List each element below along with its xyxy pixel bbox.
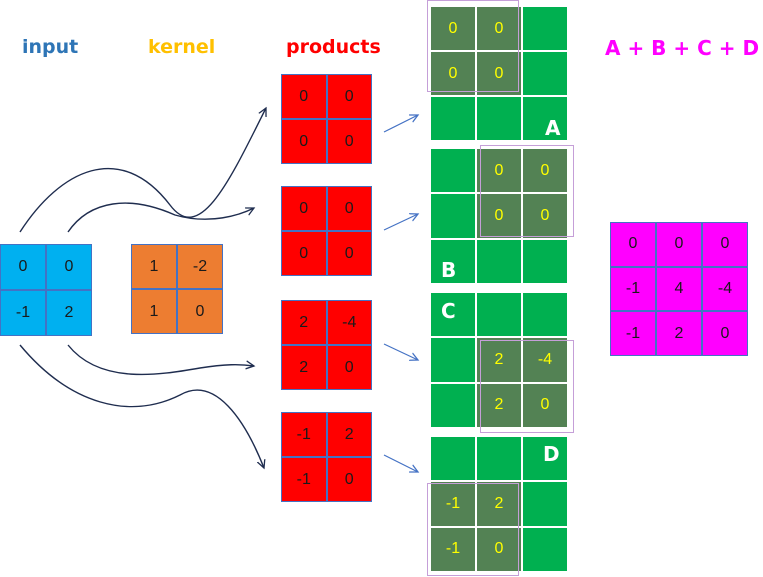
partial-cell: 0 [476, 526, 522, 572]
kernel-matrix: 1 -2 1 0 [131, 244, 223, 334]
partial-cell [522, 292, 568, 338]
kernel-cell: 1 [131, 244, 177, 289]
result-matrix: 0 0 0 -1 4 -4 -1 2 0 [610, 222, 748, 356]
partial-cell: 0 [476, 148, 522, 194]
product-matrix-4: -1 2 -1 0 [281, 412, 372, 502]
product-cell: 2 [281, 345, 327, 390]
arrow-product-to-partial-d [383, 454, 418, 472]
partial-cell: 0 [476, 51, 522, 96]
partial-matrix-a: 0 0 0 0 [430, 6, 568, 141]
kernel-cell: -2 [177, 244, 223, 289]
partial-matrix-d: -1 2 -1 0 [430, 436, 568, 572]
partial-cell [430, 193, 476, 239]
partial-cell [522, 238, 568, 284]
sum-header: A + B + C + D [605, 36, 760, 60]
input-cell: -1 [0, 290, 46, 336]
result-cell: 0 [702, 311, 748, 356]
product-matrix-2: 0 0 0 0 [281, 186, 372, 276]
result-cell: -1 [610, 266, 656, 312]
partial-cell [430, 382, 476, 428]
arrow-input-to-product-1 [19, 108, 266, 233]
partial-cell: -1 [430, 526, 476, 572]
result-cell: 4 [656, 266, 702, 312]
product-cell: 0 [281, 119, 327, 164]
arrow-input-to-product-2 [67, 202, 254, 233]
partial-cell [522, 51, 568, 96]
product-cell: -1 [281, 457, 327, 502]
product-matrix-3: 2 -4 2 0 [281, 300, 372, 390]
partial-label-c: C [441, 299, 456, 323]
partial-cell: 0 [476, 6, 522, 51]
partial-cell [430, 96, 476, 141]
partial-cell [430, 337, 476, 383]
partial-cell [476, 292, 522, 338]
result-cell: 2 [656, 311, 702, 356]
partial-cell: 0 [522, 382, 568, 428]
product-cell: 0 [326, 231, 372, 276]
product-cell: 0 [326, 74, 372, 119]
partial-matrix-c: 2 -4 2 0 [430, 292, 568, 428]
partial-cell: 0 [522, 148, 568, 194]
product-cell: 0 [281, 186, 327, 231]
input-cell: 2 [46, 290, 92, 336]
product-cell: 0 [326, 119, 372, 164]
partial-cell [522, 6, 568, 51]
arrow-product-to-partial-a [383, 115, 418, 133]
partial-cell: 0 [430, 51, 476, 96]
result-cell: -1 [610, 311, 656, 356]
partial-cell [430, 148, 476, 194]
partial-cell [522, 526, 568, 572]
product-cell: 0 [326, 345, 372, 390]
product-matrix-1: 0 0 0 0 [281, 74, 372, 164]
partial-label-a: A [545, 116, 561, 140]
product-cell: 2 [326, 412, 372, 457]
kernel-header: kernel [148, 36, 216, 58]
product-cell: 2 [281, 300, 327, 345]
partial-cell [476, 238, 522, 284]
partial-cell: 2 [476, 481, 522, 527]
partial-cell [522, 96, 568, 141]
partial-label-d: D [543, 442, 560, 466]
product-cell: 0 [326, 186, 372, 231]
partial-cell: -1 [430, 481, 476, 527]
partial-matrix-b: 0 0 0 0 [430, 148, 568, 284]
arrow-input-to-product-4 [19, 344, 264, 468]
partial-cell: 0 [476, 193, 522, 239]
product-cell: 0 [326, 457, 372, 502]
partial-cell [430, 436, 476, 482]
partial-cell: -4 [522, 337, 568, 383]
partial-cell [522, 436, 568, 482]
partial-cell [476, 436, 522, 482]
product-cell: 0 [281, 74, 327, 119]
input-header: input [22, 36, 79, 58]
partial-cell: 0 [522, 193, 568, 239]
partial-cell: 2 [476, 382, 522, 428]
input-matrix: 0 0 -1 2 [0, 244, 92, 336]
arrow-input-to-product-3 [67, 344, 254, 376]
result-cell: 0 [656, 222, 702, 267]
kernel-cell: 1 [131, 289, 177, 334]
partial-cell [430, 238, 476, 284]
product-cell: -4 [326, 300, 372, 345]
result-cell: 0 [610, 222, 656, 267]
input-cell: 0 [46, 244, 92, 290]
partial-cell [476, 96, 522, 141]
partial-cell: 2 [476, 337, 522, 383]
product-cell: 0 [281, 231, 327, 276]
kernel-cell: 0 [177, 289, 223, 334]
result-cell: -4 [702, 266, 748, 312]
arrow-product-to-partial-b [383, 214, 418, 231]
product-cell: -1 [281, 412, 327, 457]
partial-label-b: B [441, 258, 457, 282]
products-header: products [286, 36, 381, 58]
input-cell: 0 [0, 244, 46, 290]
result-cell: 0 [702, 222, 748, 267]
partial-cell: 0 [430, 6, 476, 51]
partial-cell [430, 292, 476, 338]
partial-cell [522, 481, 568, 527]
arrow-product-to-partial-c [383, 343, 418, 360]
